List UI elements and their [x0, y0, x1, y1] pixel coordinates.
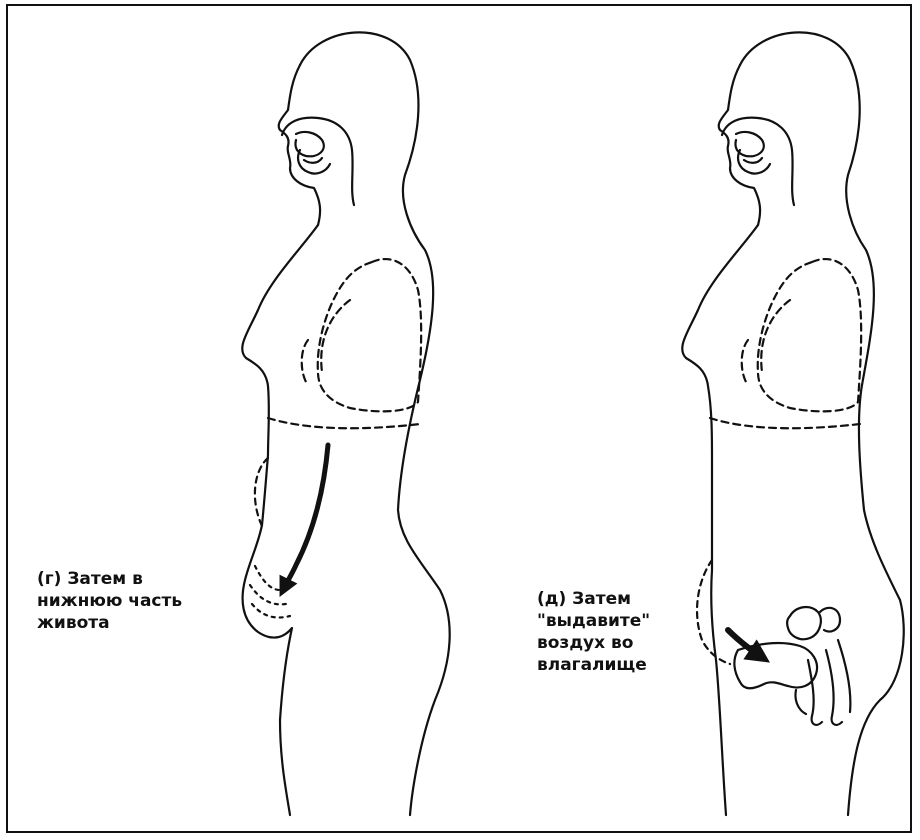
caption-d-line2: "выдавите" [537, 610, 650, 632]
caption-g-line1: (г) Затем в [37, 568, 182, 590]
caption-g-line2: нижнюю часть [37, 590, 182, 612]
left-figure [242, 32, 449, 815]
right-diaphragm-line [710, 418, 860, 428]
caption-d-line1: (д) Затем [537, 588, 650, 610]
caption-d-line3: воздух во [537, 632, 650, 654]
right-air-arrow [728, 630, 760, 656]
caption-g-line3: живота [37, 612, 182, 634]
right-airway [722, 118, 794, 205]
right-face-outline [719, 65, 760, 225]
left-body-front-outline [242, 225, 318, 815]
left-face-outline [279, 65, 320, 225]
left-lower-abdomen-marks [250, 566, 290, 618]
left-lungs-outline [302, 259, 421, 411]
caption-step-g: (г) Затем в нижнюю часть живота [37, 568, 182, 634]
caption-d-line4: влагалище [537, 654, 650, 676]
right-pelvic-organs [734, 607, 850, 725]
left-air-arrow [284, 445, 328, 588]
right-figure [682, 32, 904, 815]
right-body-back-outline [740, 32, 904, 815]
caption-step-d: (д) Затем "выдавите" воздух во влагалище [537, 588, 650, 676]
left-airway [282, 118, 354, 205]
right-body-front-outline [682, 225, 758, 815]
left-diaphragm-line [268, 418, 420, 428]
right-lungs-outline [742, 259, 861, 411]
